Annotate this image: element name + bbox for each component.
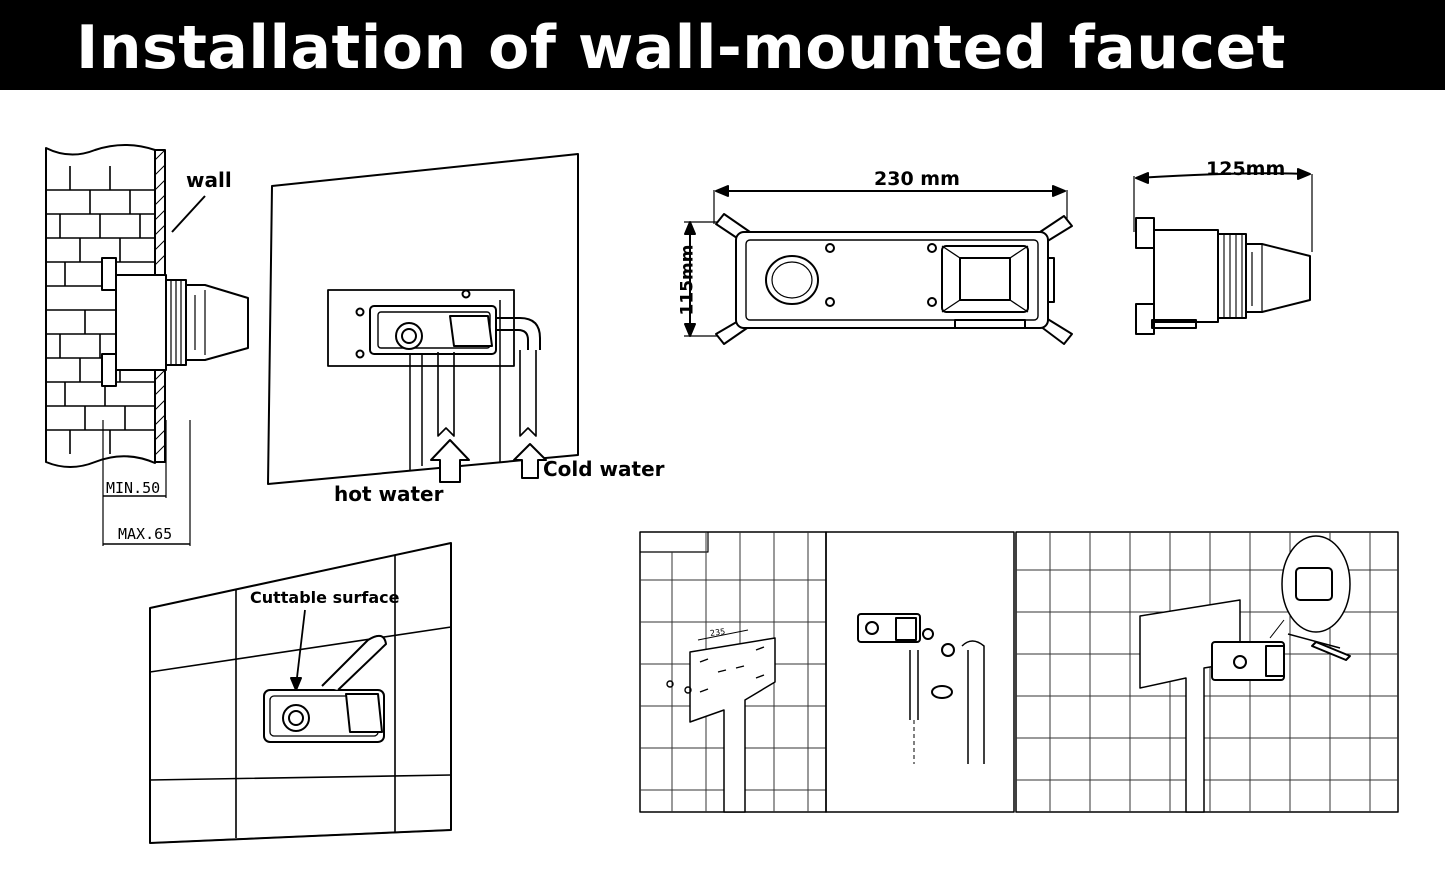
min-dimension-label: MIN.50	[106, 479, 161, 497]
depth-dimension-label: 125mm	[1206, 158, 1286, 180]
side-view-diagram	[1133, 168, 1313, 335]
hot-water-label: hot water	[334, 482, 444, 506]
wall-section-diagram	[45, 144, 249, 546]
max-dimension-label: MAX.65	[118, 525, 173, 543]
page-title: Installation of wall-mounted faucet	[76, 13, 1286, 83]
height-dimension-label: 115mm	[677, 244, 698, 316]
title-banner: Installation of wall-mounted faucet	[0, 0, 1445, 90]
panel-pipes-diagram	[267, 153, 579, 485]
top-view-diagram	[684, 185, 1073, 345]
width-dimension-label: 230 mm	[874, 168, 960, 190]
wall-label: wall	[186, 168, 232, 192]
cold-water-label: Cold water	[543, 457, 665, 481]
installation-steps-diagram	[639, 531, 1399, 813]
cuttable-panel-diagram	[149, 542, 452, 844]
cuttable-surface-label: Cuttable surface	[250, 588, 400, 607]
